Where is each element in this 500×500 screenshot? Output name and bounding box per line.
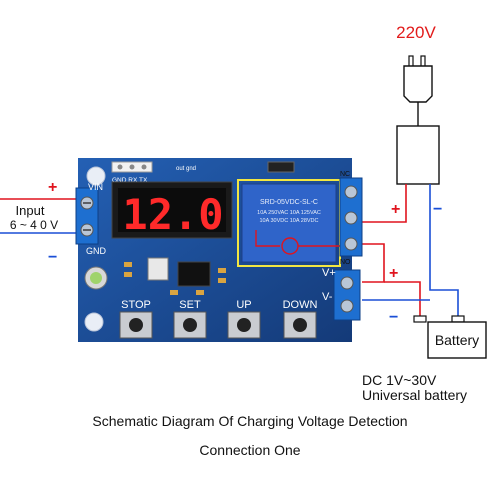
button-up-label: UP (236, 299, 251, 311)
button-set (173, 311, 207, 339)
charger-box (396, 125, 440, 185)
relay (237, 179, 341, 267)
button-down-label: DOWN (283, 299, 318, 311)
diode (267, 161, 295, 173)
supply-voltage-label: 220V (396, 23, 436, 42)
relay-text-2: 10A 250VAC 10A 125VAC (257, 210, 321, 216)
input-range-label: 6 ~ 4 0 V (10, 218, 58, 232)
relay-terminal-nc: NC (340, 171, 350, 178)
transistor (147, 257, 169, 281)
battery-icon (413, 315, 487, 359)
button-stop (119, 311, 153, 339)
battery-spec-line2: Universal battery (362, 387, 467, 403)
input-minus-sign: − (48, 249, 57, 266)
pin-vin-label: VIN (88, 182, 103, 192)
charger-plus-sign: + (391, 201, 400, 218)
button-up (227, 311, 261, 339)
battery-bus-minus-sign: − (389, 309, 398, 326)
header-small-labels: out gnd (176, 166, 196, 172)
button-stop-label: STOP (121, 299, 151, 311)
button-down (283, 311, 317, 339)
led-display (111, 181, 233, 239)
input-terminal (75, 187, 99, 245)
caption-subtitle: Connection One (199, 442, 301, 458)
battery-label: Battery (435, 332, 479, 348)
pin-gnd-label: GND (86, 246, 107, 256)
battery-terminal-minus: V- (322, 291, 333, 303)
relay-text-1: SRD-05VDC-SL-C (260, 199, 318, 206)
wires (0, 184, 459, 322)
display-value: 12.0 (122, 190, 223, 239)
header-pin-labels: GND RX TX (112, 177, 148, 184)
capacitor (84, 266, 108, 290)
button-set-label: SET (179, 299, 201, 311)
input-plus-sign: + (48, 179, 57, 196)
input-label: Input (16, 203, 45, 218)
caption-title: Schematic Diagram Of Charging Voltage De… (92, 413, 408, 429)
power-plug-icon (403, 55, 433, 126)
relay-terminal-no: NO (340, 259, 351, 266)
relay-text-3: 10A 30VDC 10A 28VDC (259, 218, 318, 224)
relay-contact-marking (255, 230, 340, 255)
battery-bus-plus-sign: + (389, 265, 398, 282)
relay-output-terminal (339, 177, 363, 257)
microcontroller-chip (177, 261, 211, 287)
smd-components (124, 262, 226, 295)
battery-terminal-plus: V+ (322, 267, 336, 279)
battery-spec-line1: DC 1V~30V (362, 372, 437, 388)
battery-terminal (333, 269, 361, 321)
charger-minus-sign: − (433, 201, 442, 218)
serial-header (111, 161, 153, 173)
